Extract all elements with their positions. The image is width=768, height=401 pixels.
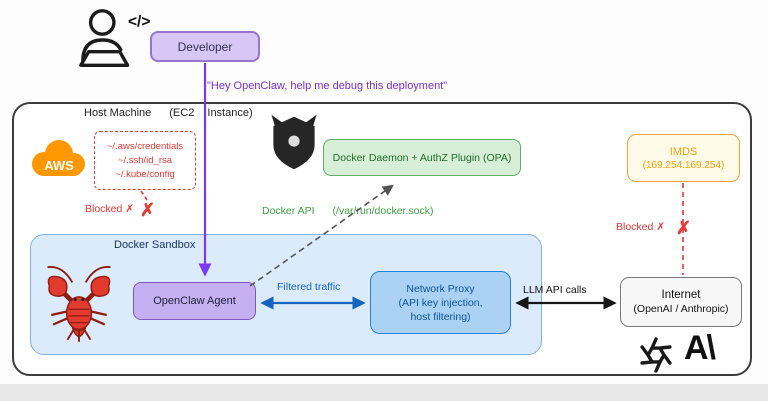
aws-cloud-icon: AWS xyxy=(26,136,92,182)
credential-file: ~/.kube/config xyxy=(115,169,175,180)
imds-ip: (169.254.169.254) xyxy=(642,159,725,171)
credential-file: ~/.ssh/id_rsa xyxy=(117,155,173,166)
llm-api-calls-label: LLM API calls xyxy=(523,284,587,296)
lobster-icon xyxy=(36,256,122,350)
background-strip xyxy=(0,384,768,401)
internet-node: Internet (OpenAI / Anthropic) xyxy=(620,277,742,327)
developer-node: Developer xyxy=(150,31,260,62)
docker-api-title: Docker API xyxy=(262,205,315,217)
network-proxy-detail: (API key injection, xyxy=(398,296,483,309)
credentials-blocked-x-icon: ✗ xyxy=(140,200,156,220)
host-machine-title: Host Machine xyxy=(84,107,152,119)
docker-daemon-node: Docker Daemon + AuthZ Plugin (OPA) xyxy=(323,139,521,176)
developer-icon: </> xyxy=(66,5,158,75)
credentials-blocked-label: Blocked ✗ xyxy=(85,203,135,215)
developer-quote: "Hey OpenClaw, help me debug this deploy… xyxy=(207,80,448,92)
openai-logo-icon xyxy=(636,335,676,375)
network-proxy-node: Network Proxy (API key injection, host f… xyxy=(370,271,511,334)
network-proxy-detail: host filtering) xyxy=(410,310,471,323)
filtered-traffic-label: Filtered traffic xyxy=(277,281,341,293)
credential-file: ~/.aws/credentials xyxy=(106,141,184,152)
internet-subtitle: (OpenAI / Anthropic) xyxy=(633,303,729,315)
developer-label: Developer xyxy=(177,39,233,54)
code-tag-icon: </> xyxy=(128,13,150,30)
docker-sandbox-label: Docker Sandbox xyxy=(114,239,196,251)
imds-blocked-x-icon: ✗ xyxy=(676,218,692,238)
host-machine-subtitle: (EC2 Instance) xyxy=(169,107,253,119)
docker-api-label: Docker API (/var/run/docker.sock) xyxy=(262,205,433,217)
openclaw-agent-label: OpenClaw Agent xyxy=(153,295,236,307)
imds-blocked-label: Blocked ✗ xyxy=(616,221,666,233)
imds-title: IMDS xyxy=(669,145,698,158)
docker-daemon-shield-icon xyxy=(264,108,324,176)
anthropic-logo-icon: A\ xyxy=(684,329,716,367)
host-machine-label: Host Machine (EC2 Instance) xyxy=(84,107,253,119)
network-proxy-title: Network Proxy xyxy=(406,282,475,295)
credentials-node: ~/.aws/credentials ~/.ssh/id_rsa ~/.kube… xyxy=(94,131,196,190)
aws-logo-text: AWS xyxy=(44,158,74,173)
docker-api-path: (/var/run/docker.sock) xyxy=(332,205,434,217)
internet-title: Internet xyxy=(661,289,701,301)
imds-node: IMDS (169.254.169.254) xyxy=(627,134,740,182)
openclaw-agent-node: OpenClaw Agent xyxy=(133,282,256,320)
docker-daemon-label: Docker Daemon + AuthZ Plugin (OPA) xyxy=(332,151,512,164)
